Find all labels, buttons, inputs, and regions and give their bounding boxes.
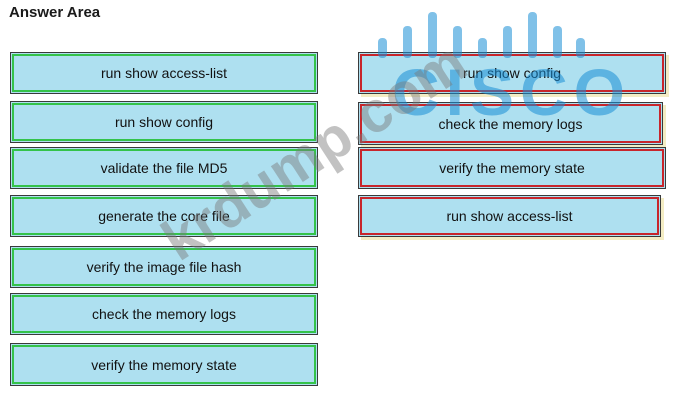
source-item-verify-image-file-hash[interactable]: verify the image file hash [10, 246, 318, 288]
source-item-generate-core-file[interactable]: generate the core file [10, 195, 318, 237]
answer-slot-4[interactable]: run show access-list [358, 195, 661, 237]
source-item-label: run show access-list [100, 65, 228, 81]
source-item-label: run show config [114, 114, 214, 130]
source-item-label: check the memory logs [92, 306, 236, 322]
source-item-label: verify the image file hash [86, 259, 242, 275]
answer-item-label: check the memory logs [438, 115, 583, 132]
answer-slot-1[interactable]: run show config [358, 52, 666, 94]
answer-slot-3[interactable]: verify the memory state [358, 147, 666, 189]
source-item-label: generate the core file [98, 208, 230, 224]
source-item-run-show-config[interactable]: run show config [10, 101, 318, 143]
answer-slot-2[interactable]: check the memory logs [358, 102, 663, 145]
source-item-verify-memory-state[interactable]: verify the memory state [10, 343, 318, 386]
answer-area-title: Answer Area [9, 4, 101, 21]
source-item-run-show-access-list[interactable]: run show access-list [10, 52, 318, 94]
source-item-label: verify the memory state [91, 356, 237, 373]
source-item-check-memory-logs[interactable]: check the memory logs [10, 293, 318, 335]
source-item-label: validate the file MD5 [100, 160, 228, 176]
answer-item-label: verify the memory state [439, 160, 585, 176]
answer-item-label: run show config [462, 65, 562, 81]
source-item-validate-file-md5[interactable]: validate the file MD5 [10, 147, 318, 189]
answer-item-label: run show access-list [446, 208, 573, 224]
